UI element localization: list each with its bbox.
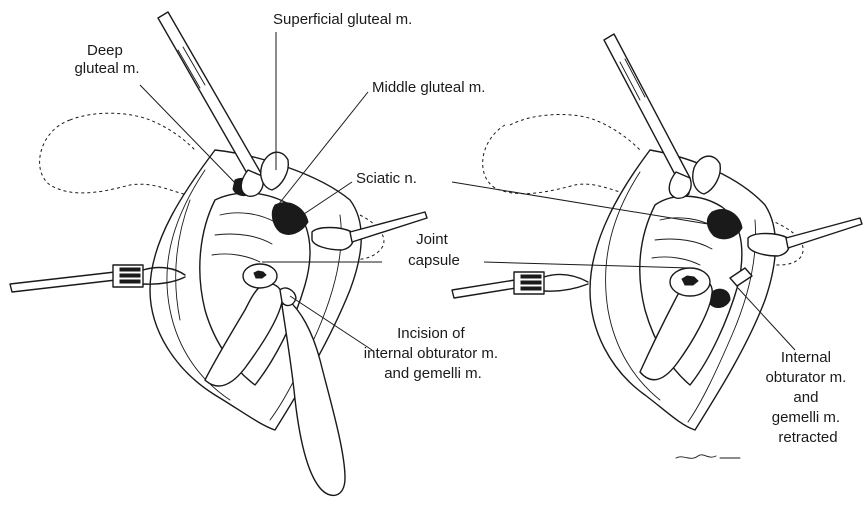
right-right-retractor-handle: [786, 218, 862, 248]
label-joint-capsule-line1: Joint: [416, 231, 449, 248]
right-left-retractor-prong: [544, 275, 588, 292]
label-superficial-gluteal: Superficial gluteal m.: [273, 11, 412, 28]
right-left-retractor-handle: [452, 280, 516, 298]
label-incision-line2: internal obturator m.: [364, 345, 498, 362]
right-left-retractor-teeth: [521, 275, 541, 290]
label-retracted: Internal obturator m. and gemelli m. ret…: [765, 349, 850, 446]
leader-deep: [140, 85, 240, 188]
left-left-retractor-teeth: [120, 268, 140, 283]
label-middle-gluteal: Middle gluteal m.: [372, 79, 485, 96]
label-incision-line1: Incision of: [397, 325, 465, 342]
artist-signature: [676, 455, 740, 458]
right-retracted-muscle: [710, 289, 730, 307]
label-deep-gluteal-line2: gluteal m.: [74, 60, 139, 77]
label-retracted-line3: and: [793, 389, 818, 406]
label-incision: Incision of internal obturator m. and ge…: [364, 325, 502, 382]
left-surgical-view: [10, 12, 427, 495]
label-incision-line3: and gemelli m.: [384, 365, 482, 382]
label-joint-capsule: Joint capsule: [408, 231, 460, 269]
left-left-retractor-handle: [10, 272, 116, 292]
label-retracted-line2: obturator m.: [765, 369, 846, 386]
label-retracted-line4: gemelli m.: [772, 409, 840, 426]
label-sciatic: Sciatic n.: [356, 170, 417, 187]
label-retracted-line5: retracted: [778, 429, 837, 446]
label-joint-capsule-line2: capsule: [408, 252, 460, 269]
label-retracted-line1: Internal: [781, 349, 831, 366]
label-deep-gluteal: Deep gluteal m.: [74, 42, 139, 77]
label-deep-gluteal-line1: Deep: [87, 42, 123, 59]
